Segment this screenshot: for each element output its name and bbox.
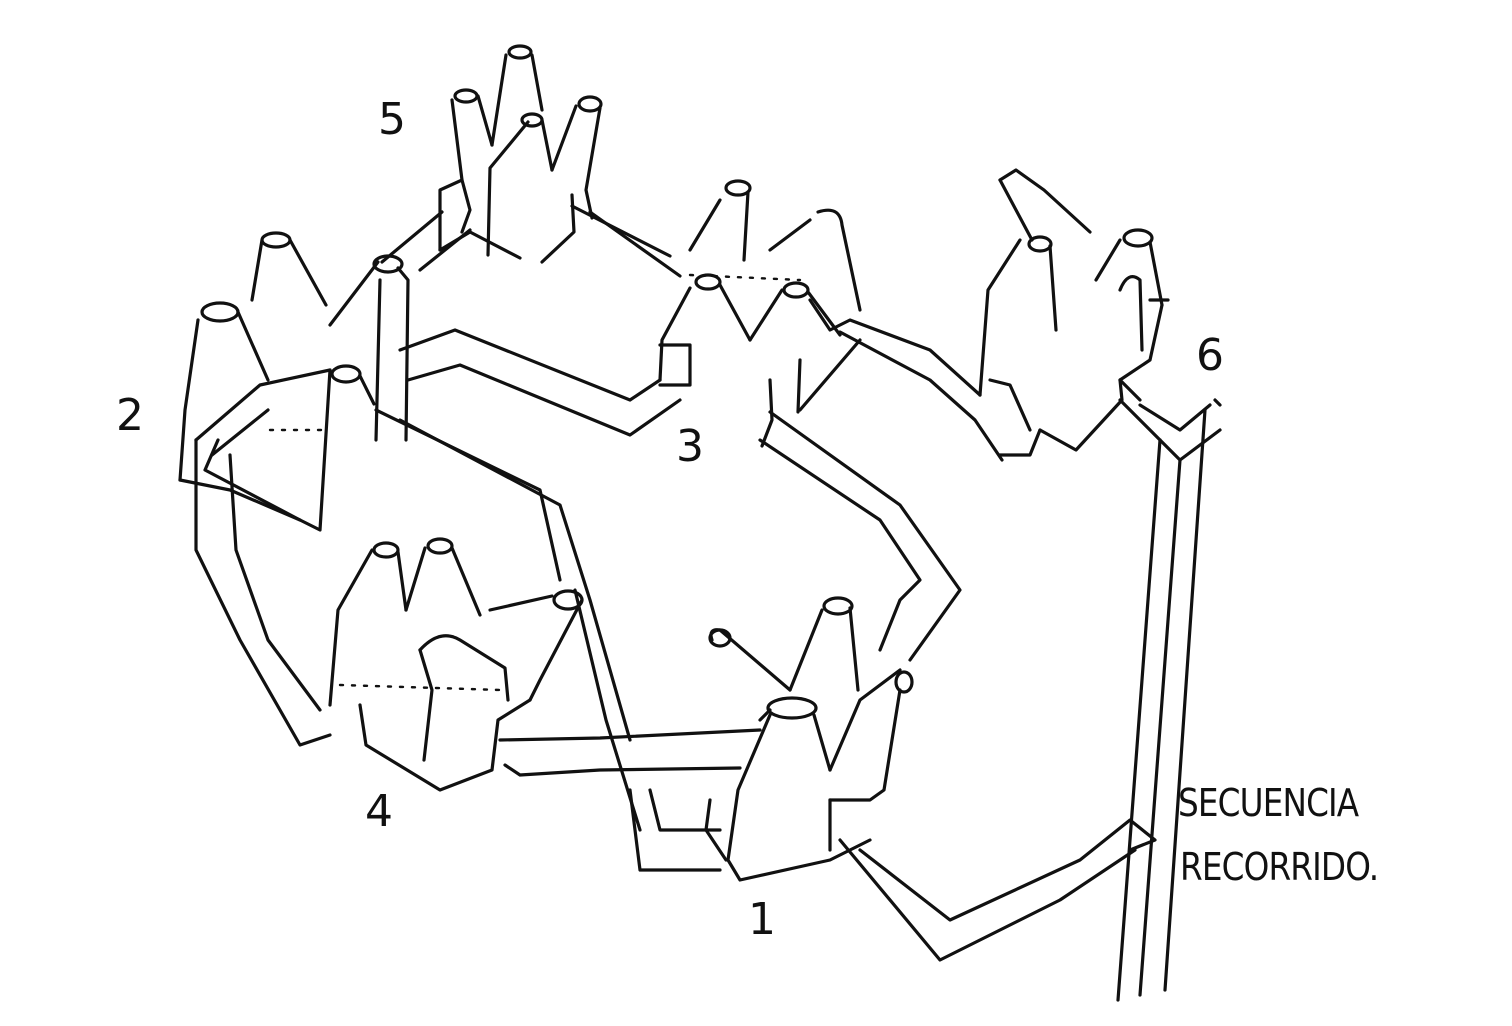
station-label-6: 6 (1196, 330, 1224, 381)
annotation-line-1: SECUENCIA (1178, 781, 1359, 825)
route-path (194, 204, 1222, 1002)
station-5-building (438, 44, 603, 264)
station-label-5: 5 (378, 94, 406, 145)
station-label-4: 4 (365, 786, 393, 837)
station-label-2: 2 (116, 390, 144, 441)
station-6-building (978, 168, 1170, 452)
station-label-1: 1 (748, 894, 776, 945)
station-1-building (704, 596, 914, 882)
station-4-building (328, 537, 584, 792)
station-3-building (658, 179, 862, 448)
station-2-building (178, 231, 410, 532)
station-label-3: 3 (676, 421, 704, 472)
annotation-line-2: RECORRIDO. (1180, 845, 1379, 889)
